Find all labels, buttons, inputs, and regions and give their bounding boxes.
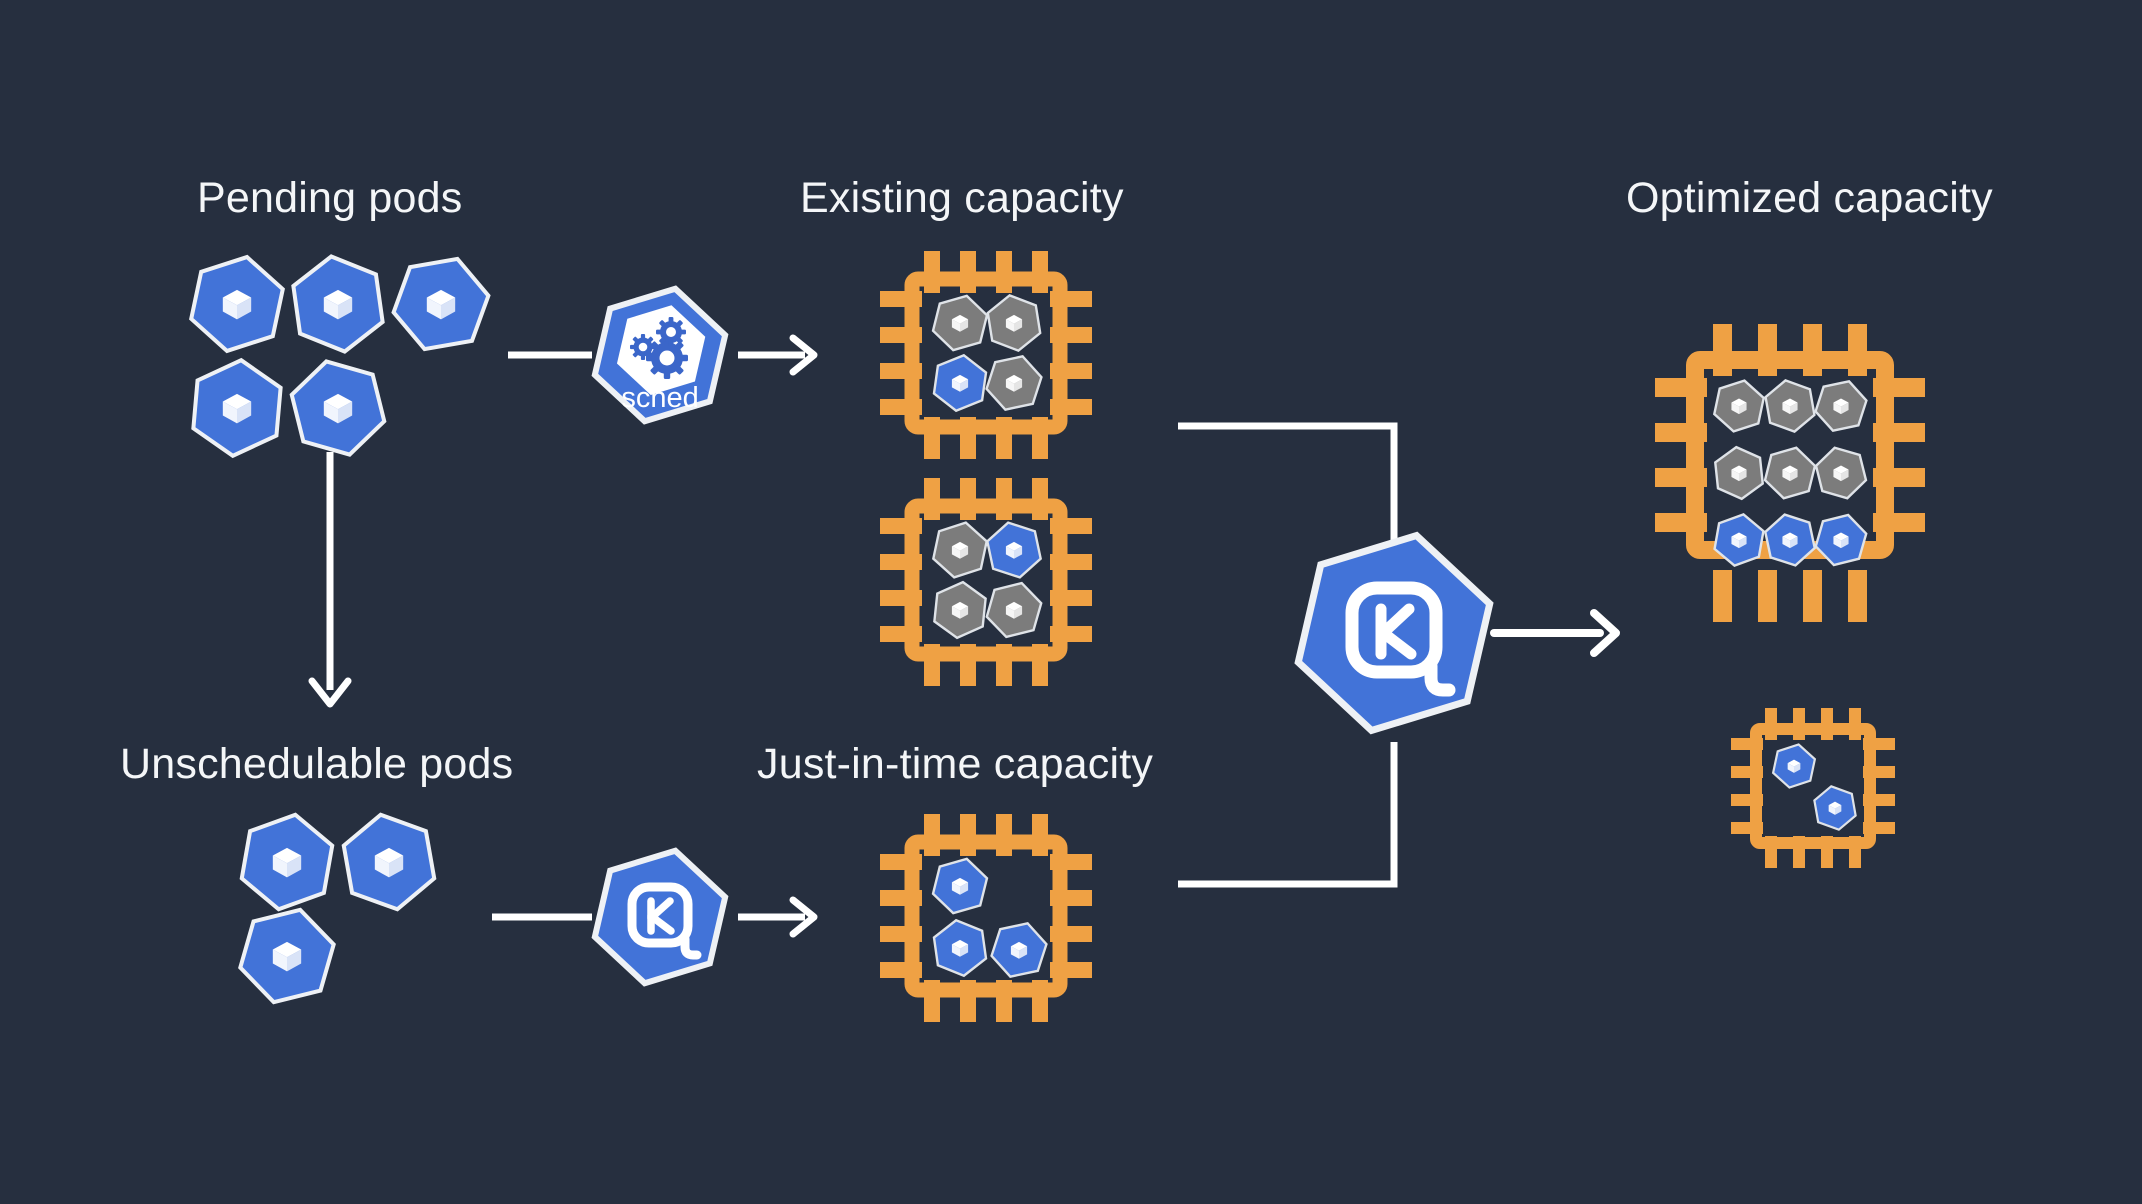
connector-jit-to-merge	[1178, 742, 1398, 888]
scheduler-badge[interactable]: sched	[587, 275, 733, 434]
pod-gray	[1712, 379, 1766, 433]
pod-gray	[932, 521, 988, 579]
scheduler-badge-label: sched	[621, 382, 698, 414]
pod-blue	[1713, 513, 1765, 567]
heading-optimized-capacity: Optimized capacity	[1626, 174, 1993, 222]
heading-unschedulable-pods: Unschedulable pods	[120, 740, 514, 788]
pod-gray	[985, 355, 1043, 411]
pod-blue	[191, 357, 283, 459]
pod-blue	[932, 918, 988, 978]
pending-pods-group	[189, 254, 491, 459]
pod-blue	[1813, 785, 1857, 831]
pod-blue	[932, 353, 988, 413]
pod-blue	[291, 254, 385, 354]
optimized-capacity-chip-large	[1655, 324, 1925, 622]
karpenter-badge-center[interactable]	[1287, 516, 1501, 750]
existing-capacity-chip-2	[880, 478, 1092, 686]
existing-capacity-chip-1	[880, 251, 1092, 459]
pod-blue	[238, 907, 336, 1005]
pod-blue	[1814, 513, 1868, 567]
pod-gray	[1713, 445, 1765, 501]
connector-pending-to-unschedulable	[308, 452, 352, 708]
pod-gray	[1763, 446, 1817, 500]
connector-scheduler-to-existing	[738, 334, 818, 376]
pod-blue	[391, 256, 491, 352]
pod-gray	[1764, 379, 1816, 433]
karpenter-k-icon	[627, 882, 702, 960]
pod-blue	[189, 254, 285, 354]
optimized-capacity-chip-small	[1731, 708, 1895, 868]
pod-blue	[986, 521, 1042, 579]
pod-blue	[990, 922, 1048, 978]
pod-blue	[1763, 513, 1817, 567]
just-in-time-capacity-chip	[880, 814, 1092, 1022]
karpenter-k-icon	[1345, 581, 1456, 697]
connector-karpenter-to-jit	[738, 896, 818, 938]
pod-gray	[933, 580, 987, 640]
pod-gray	[986, 293, 1042, 353]
unschedulable-pods-group	[238, 812, 437, 1005]
pod-gray	[1814, 379, 1868, 433]
heading-just-in-time-capacity: Just-in-time capacity	[757, 740, 1154, 788]
pod-gray	[1814, 446, 1868, 500]
pod-blue	[931, 857, 989, 915]
pod-gray	[931, 294, 989, 352]
heading-pending-pods: Pending pods	[197, 174, 463, 222]
pod-blue	[1771, 743, 1817, 789]
pod-blue	[341, 812, 437, 912]
connector-existing-to-merge	[1178, 422, 1398, 560]
pod-gray	[985, 581, 1043, 639]
gears-icon	[630, 317, 688, 379]
pod-blue	[239, 812, 335, 912]
connector-karpenter-to-optimized	[1490, 609, 1620, 657]
pod-blue	[289, 359, 387, 457]
karpenter-badge-bottom[interactable]	[587, 837, 733, 996]
heading-existing-capacity: Existing capacity	[800, 174, 1124, 222]
